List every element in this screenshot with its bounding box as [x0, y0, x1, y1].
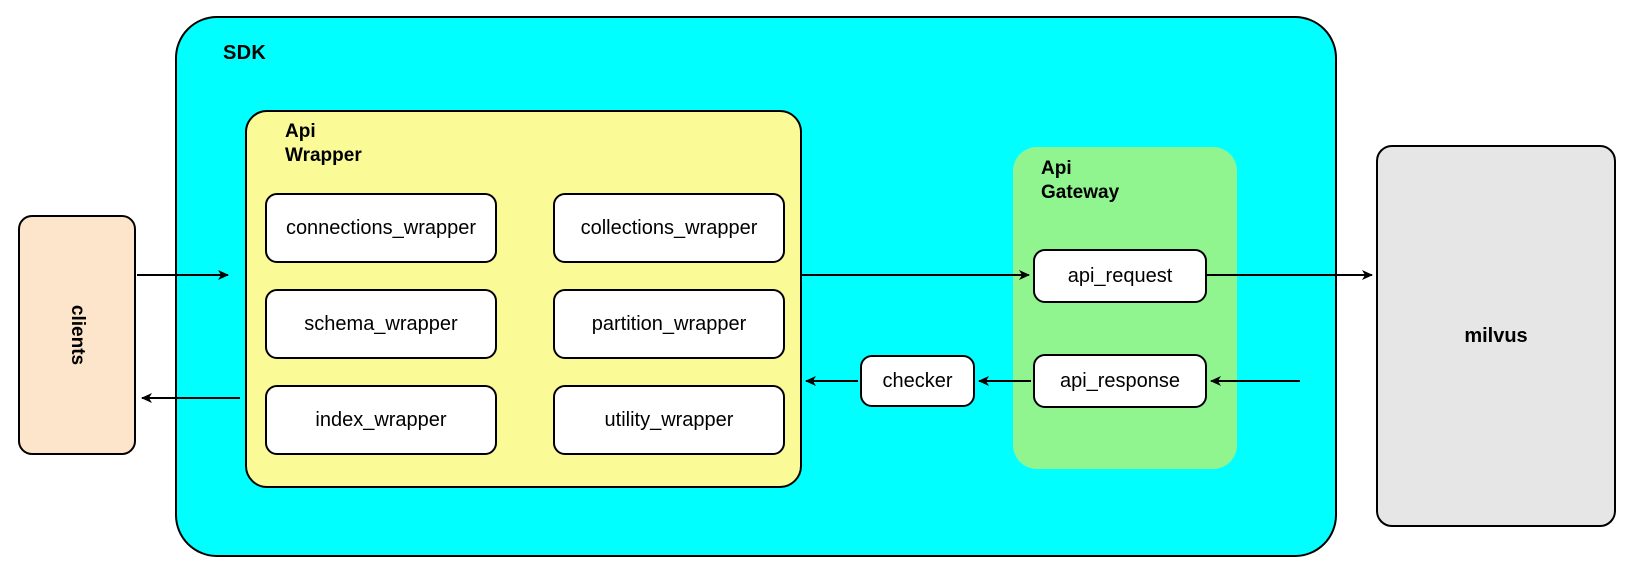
node-connections-wrapper[interactable]: connections_wrapper [265, 193, 497, 263]
node-label: index_wrapper [315, 408, 447, 431]
node-api-request[interactable]: api_request [1033, 249, 1207, 303]
clients-box[interactable]: clients [18, 215, 136, 455]
node-label: api_response [1059, 369, 1181, 392]
node-schema-wrapper[interactable]: schema_wrapper [265, 289, 497, 359]
node-label: schema_wrapper [304, 312, 458, 335]
node-label: utility_wrapper [604, 408, 734, 431]
api-gateway-container[interactable]: Api Gateway [1013, 147, 1237, 469]
node-label: collections_wrapper [580, 216, 758, 239]
milvus-box[interactable]: milvus [1376, 145, 1616, 527]
node-utility-wrapper[interactable]: utility_wrapper [553, 385, 785, 455]
api-wrapper-title: Api Wrapper [285, 121, 362, 166]
node-label: partition_wrapper [591, 312, 747, 335]
api-gateway-title: Api Gateway [1041, 158, 1120, 203]
node-label: api_request [1067, 264, 1173, 287]
sdk-title: SDK [223, 42, 267, 64]
milvus-label: milvus [1464, 324, 1528, 347]
node-label: checker [882, 369, 953, 392]
node-label: connections_wrapper [285, 216, 477, 239]
node-api-response[interactable]: api_response [1033, 354, 1207, 408]
node-checker[interactable]: checker [860, 355, 975, 407]
node-index-wrapper[interactable]: index_wrapper [265, 385, 497, 455]
clients-label: clients [66, 304, 88, 366]
node-partition-wrapper[interactable]: partition_wrapper [553, 289, 785, 359]
node-collections-wrapper[interactable]: collections_wrapper [553, 193, 785, 263]
